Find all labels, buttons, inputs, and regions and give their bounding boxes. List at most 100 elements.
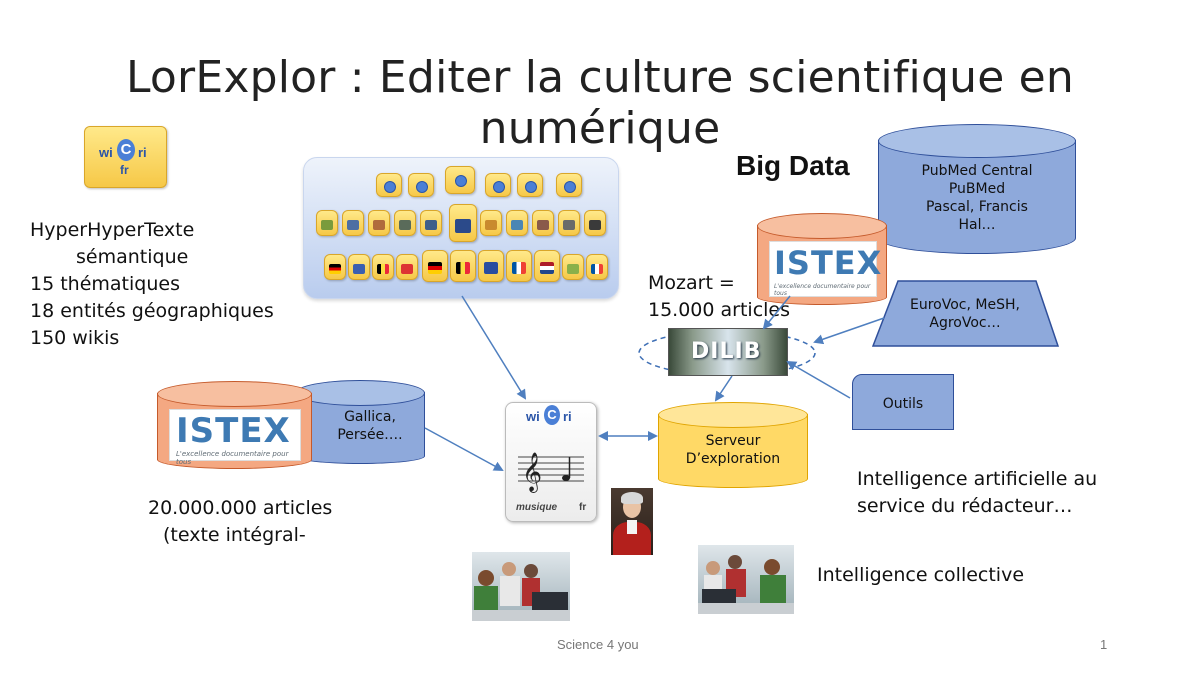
wiki-tile: [558, 210, 580, 236]
student: [706, 561, 720, 575]
country-tile: [396, 254, 418, 280]
wiki-tile: [368, 210, 390, 236]
student: [478, 570, 494, 586]
country-tile: [506, 250, 532, 282]
arrow-dilib-to-serveur: [714, 375, 733, 402]
svg-text:𝄞: 𝄞: [522, 452, 542, 493]
istex-articles-line-2: (texte intégral-: [163, 524, 306, 546]
pubmed-line-3: Pascal, Francis: [926, 199, 1028, 215]
arrow-portal-to-musique: [461, 295, 527, 400]
page-number: 1: [1100, 637, 1108, 652]
wikis-line-1: HyperHyperTexte: [30, 219, 195, 241]
wicri-logo-fr: fr: [120, 163, 129, 177]
ia-line-2: service du rédacteur…: [857, 495, 1073, 517]
istex-logo-left-tagline: L'excellence documentaire pour tous: [176, 450, 289, 466]
wikis-description: HyperHyperTexte sémantique 15 thématique…: [30, 217, 300, 352]
musique-c-icon: C: [544, 405, 560, 425]
musique-wi: wi: [526, 409, 540, 424]
big-data-label: Big Data: [736, 150, 850, 181]
serveur-label: Serveur D’exploration: [658, 432, 808, 468]
serveur-line-2: D’exploration: [685, 451, 781, 467]
student: [728, 555, 742, 569]
country-tile: [562, 254, 584, 280]
student: [500, 576, 520, 606]
musique-ri: ri: [563, 409, 572, 424]
serveur-line-1: Serveur: [705, 433, 761, 449]
wiki-tile: [485, 173, 511, 197]
intelligence-collective-label: Intelligence collective: [817, 564, 1025, 586]
ia-line-1: Intelligence artificielle au: [857, 468, 1098, 490]
dilib-logo: DILIB: [668, 328, 788, 376]
mozart-line-2: 15.000 articles: [648, 299, 791, 321]
computer-monitor: [532, 592, 568, 614]
pubmed-line-2: PuBMed: [948, 181, 1006, 197]
vocabulary-line-1: EuroVoc, MeSH,: [910, 297, 1020, 313]
serveur-exploration-cylinder: Serveur D’exploration: [658, 402, 808, 488]
wiki-tile: [480, 210, 502, 236]
country-tile: [586, 254, 608, 280]
wiki-tile: [506, 210, 528, 236]
istex-logo-left-word: ISTEX: [176, 411, 291, 451]
student: [764, 559, 780, 575]
pubmed-line-4: Hal…: [958, 217, 996, 233]
wicri-fr-logo: wi C ri fr: [84, 126, 167, 188]
outils-box: Outils: [852, 374, 954, 430]
arrow-gallica-to-musique: [424, 427, 504, 471]
outils-label: Outils: [882, 396, 924, 412]
gallica-line-1: Gallica,: [344, 409, 396, 425]
wicri-musique-tile: wi C ri 𝄞 musique fr: [505, 402, 597, 522]
wiki-tile: [584, 210, 606, 236]
wicri-logo-c-icon: C: [117, 139, 135, 161]
vocabulary-line-2: AgroVoc…: [929, 315, 1001, 331]
istex-logo: ISTEX L'excellence documentaire pour tou…: [769, 241, 881, 297]
portrait-collar: [627, 520, 637, 534]
musique-caption: musique: [516, 502, 558, 513]
wiki-tile: [556, 173, 582, 197]
music-staff-icon: 𝄞: [518, 452, 584, 493]
istex-articles-line-1: 20.000.000 articles: [148, 497, 333, 519]
mozart-line-1: Mozart =: [648, 272, 735, 294]
mozart-articles: Mozart = 15.000 articles: [648, 270, 808, 324]
country-tile: [348, 254, 370, 280]
arrow-istex-to-dilib: [762, 295, 791, 330]
country-tile: [372, 254, 394, 280]
desk: [472, 610, 570, 621]
pubmed-database-cylinder: PubMed Central PuBMed Pascal, Francis Ha…: [878, 124, 1076, 254]
pubmed-line-1: PubMed Central: [921, 163, 1033, 179]
wikis-line-2: sémantique: [76, 246, 189, 268]
country-tile: [324, 254, 346, 280]
istex-database-cylinder: ISTEX L'excellence documentaire pour tou…: [757, 213, 887, 305]
wiki-tile: [316, 210, 338, 236]
wiki-tile: [376, 173, 402, 197]
dilib-label: DILIB: [691, 339, 762, 364]
wiki-portal-panel: [303, 157, 619, 299]
gallica-line-2: Persée….: [337, 427, 403, 443]
student: [502, 562, 516, 576]
country-tile: [422, 250, 448, 282]
country-tile: [478, 250, 504, 282]
wicri-logo-ri: ri: [138, 145, 147, 160]
footer-text: Science 4 you: [557, 637, 639, 652]
istex-logo-word: ISTEX: [774, 244, 883, 282]
mozart-portrait: [611, 488, 653, 555]
wiki-tile: [449, 204, 477, 242]
istex-left-cylinder: ISTEX L'excellence documentaire pour tou…: [157, 381, 312, 469]
country-tile: [534, 250, 560, 282]
wiki-tile: [420, 210, 442, 236]
pubmed-label: PubMed Central PuBMed Pascal, Francis Ha…: [878, 162, 1076, 234]
portrait-hair: [621, 492, 643, 504]
desk: [698, 603, 794, 614]
musique-lang: fr: [579, 502, 587, 513]
wikis-line-5: 150 wikis: [30, 327, 120, 349]
country-tile: [450, 250, 476, 282]
wiki-tile: [445, 166, 475, 194]
wiki-tile: [532, 210, 554, 236]
gallica-label: Gallica, Persée….: [315, 408, 425, 444]
vocabulary-box: [872, 280, 1060, 347]
student: [524, 564, 538, 578]
istex-articles: 20.000.000 articles (texte intégral-: [148, 495, 388, 549]
wikis-line-3: 15 thématiques: [30, 273, 180, 295]
wikis-line-4: 18 entités géographiques: [30, 300, 274, 322]
wiki-tile: [342, 210, 364, 236]
